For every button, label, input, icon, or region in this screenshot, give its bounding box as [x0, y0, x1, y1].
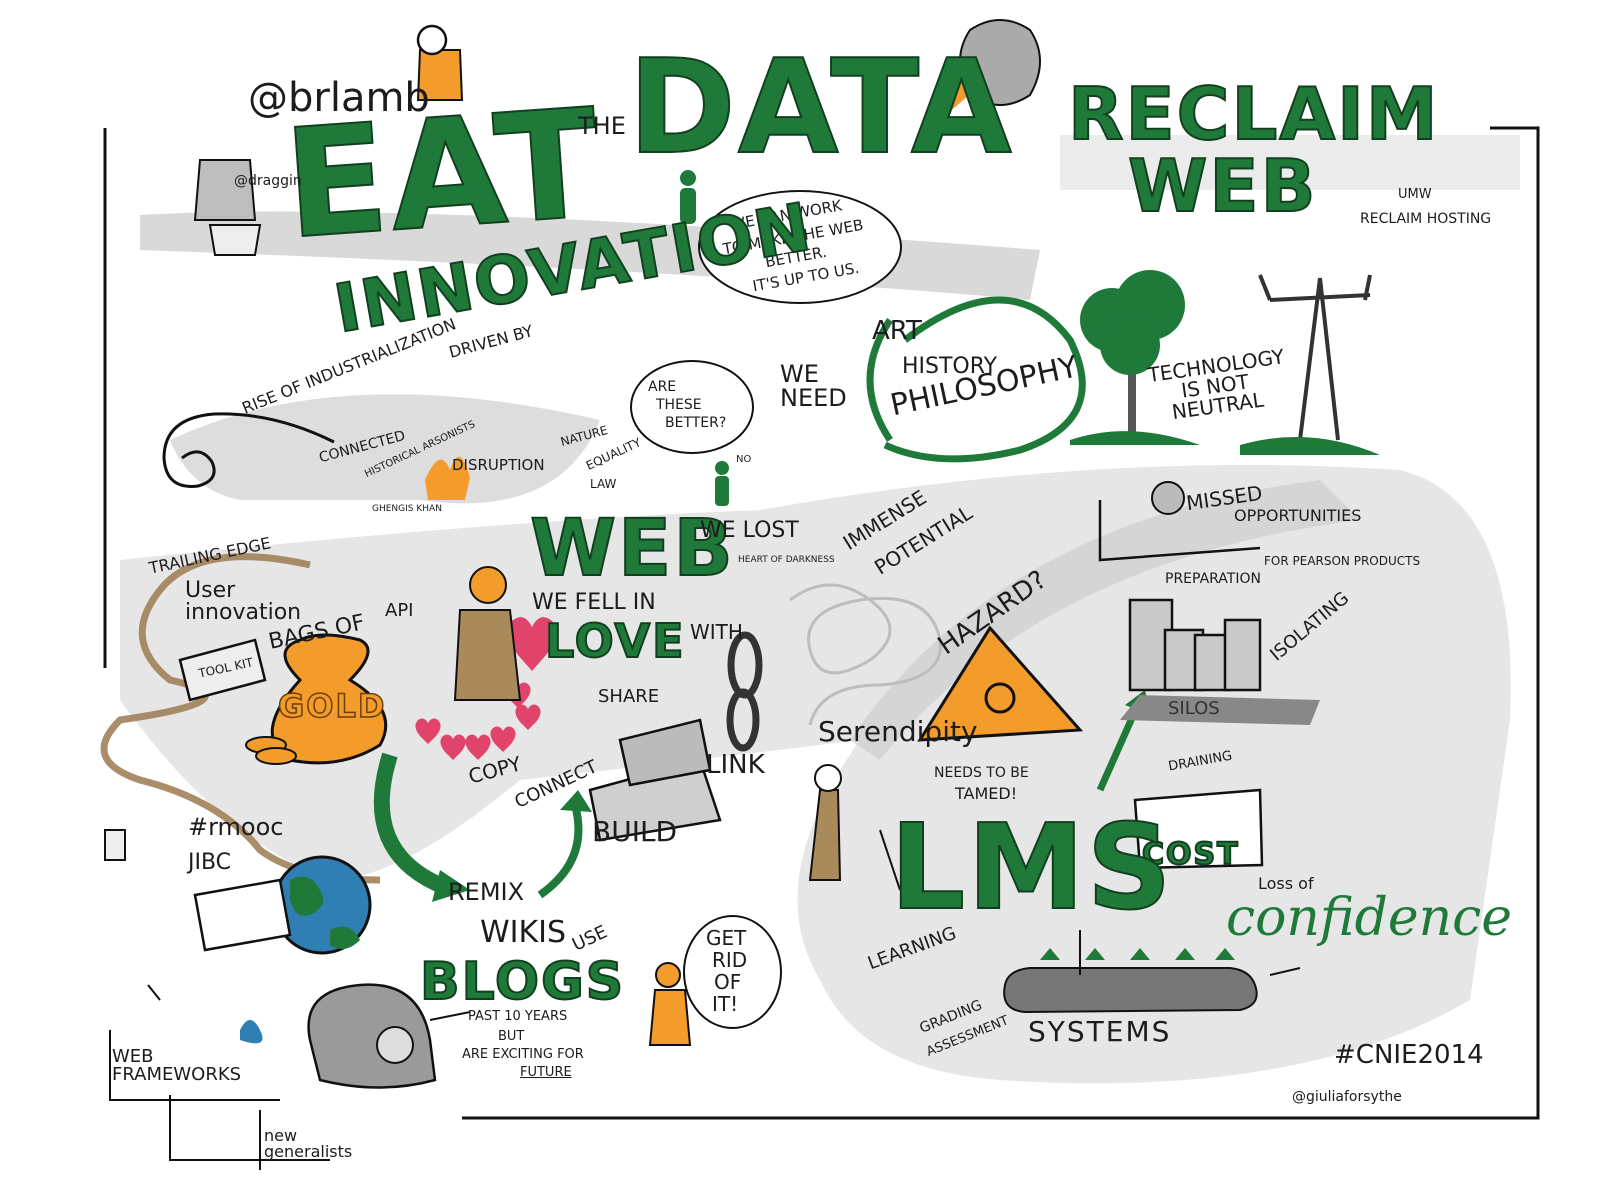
tamed-2: TAMED!: [955, 784, 1018, 803]
user-innovation-label: User innovation: [185, 578, 302, 625]
we-lost-label: WE LOST: [700, 518, 799, 543]
history-label: HISTORY: [902, 354, 998, 379]
new-generalists-label: new generalists: [264, 1126, 353, 1161]
but-label: BUT: [498, 1029, 525, 1044]
title-data: DATA: [627, 31, 1014, 183]
opportunities-label: OPPORTUNITIES: [1234, 506, 1362, 525]
loss-of-label: Loss of: [1258, 874, 1314, 893]
speech-getrid-1: GET: [706, 926, 747, 950]
dj-handle: @draggin: [234, 173, 302, 189]
speech-bubble-getrid: [683, 915, 782, 1029]
web-label: WEB: [529, 504, 735, 594]
speech-better-1: ARE: [648, 379, 677, 395]
speech-better-3: BETTER?: [665, 415, 727, 431]
blogs-label: BLOGS: [419, 952, 626, 1012]
speech-better-2: THESE: [656, 397, 702, 413]
gold-label: GOLD: [277, 687, 387, 725]
disruption-label: DISRUPTION: [452, 456, 545, 474]
past-years-label: PAST 10 YEARS: [468, 1009, 568, 1024]
law-label: LAW: [590, 477, 617, 491]
systems-label: SYSTEMS: [1028, 1015, 1172, 1048]
speaker-handle: @brlamb: [248, 75, 430, 121]
build-label: BUILD: [592, 815, 678, 848]
speech-bubble-work: [698, 190, 902, 304]
exciting-label: ARE EXCITING FOR: [462, 1047, 584, 1062]
hashtag-label: #CNIE2014: [1334, 1040, 1484, 1070]
wikis-label: WIKIS: [480, 915, 567, 950]
title-web: WEB: [1127, 144, 1318, 228]
genghis-label: GHENGIS KHAN: [372, 504, 442, 514]
speech-getrid-3: OF: [714, 970, 742, 994]
pearson-label: FOR PEARSON PRODUCTS: [1264, 554, 1421, 568]
rmooc-tag: #rmooc: [188, 813, 284, 841]
tamed-1: NEEDS TO BE: [934, 765, 1029, 781]
with-label: WITH: [690, 620, 743, 644]
silos-label: SILOS: [1168, 698, 1220, 719]
title-the: THE: [578, 112, 626, 140]
lms-label: LMS: [889, 798, 1174, 936]
title-reclaim: RECLAIM: [1067, 72, 1440, 156]
cost-label: COST: [1141, 837, 1240, 872]
serendipity-label: Serendipity: [818, 715, 978, 748]
speech-getrid-4: IT!: [712, 992, 739, 1016]
preparation-label: PREPARATION: [1165, 571, 1261, 587]
umw-label: UMW: [1398, 187, 1432, 202]
future-label: FUTURE: [520, 1065, 572, 1080]
api-label: API: [385, 600, 414, 621]
remix-label: REMIX: [448, 878, 525, 906]
artist-handle: @giuliaforsythe: [1292, 1089, 1402, 1105]
web-frameworks-label: WEB FRAMEWORKS: [112, 1046, 242, 1085]
link-label: LINK: [706, 750, 765, 780]
speech-getrid-2: RID: [712, 948, 748, 972]
love-label: LOVE: [544, 614, 686, 668]
speech-bubble-better: [630, 360, 754, 454]
jibc-tag: JIBC: [188, 850, 232, 875]
we-need-label: WE NEED: [780, 360, 847, 412]
reclaim-hosting-label: RECLAIM HOSTING: [1360, 211, 1492, 227]
fell-in-label: WE FELL IN: [532, 590, 656, 615]
no-label: NO: [736, 454, 752, 465]
art-label: ART: [872, 316, 922, 346]
heart-darkness-label: HEART OF DARKNESS: [738, 555, 835, 565]
share-label: SHARE: [598, 686, 660, 707]
confidence-label: confidence: [1226, 888, 1513, 948]
